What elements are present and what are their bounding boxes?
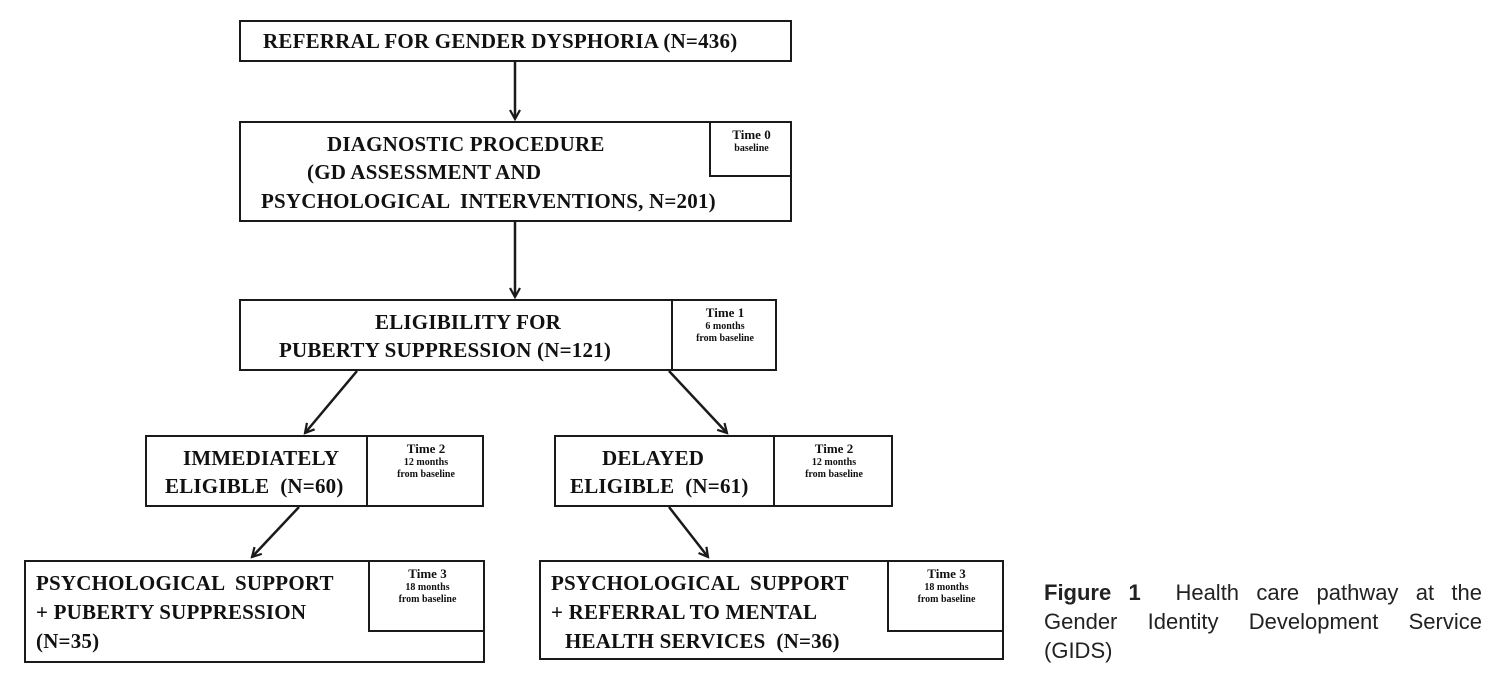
node-diagnostic: DIAGNOSTIC PROCEDURE (GD ASSESSMENT AND …	[239, 121, 792, 222]
node-immediately: IMMEDIATELY ELIGIBLE (N=60) Time 2 12 mo…	[145, 435, 484, 507]
node-delayed-line-1: DELAYED	[602, 446, 705, 470]
node-diagnostic-line-3: PSYCHOLOGICAL INTERVENTIONS, N=201)	[261, 189, 716, 213]
node-eligibility: ELIGIBILITY FOR PUBERTY SUPPRESSION (N=1…	[239, 299, 777, 371]
node-delayed-time-label: Time 2	[814, 441, 854, 456]
figure-caption: Figure 1 Health care pathway at the Gend…	[1044, 578, 1482, 665]
node-immediately-line-1: IMMEDIATELY	[183, 446, 340, 470]
node-support-mh-time-sub1: 18 months	[924, 582, 969, 593]
node-immediately-time-sub1: 12 months	[403, 457, 449, 468]
node-referral: REFERRAL FOR GENDER DYSPHORIA (N=436)	[239, 20, 792, 62]
node-eligibility-time-label: Time 1	[705, 305, 745, 320]
node-delayed-time-tag: Time 2 12 months from baseline	[773, 435, 893, 507]
node-support-ps-time-sub1: 18 months	[405, 582, 450, 593]
node-support-mh-time-label: Time 3	[927, 566, 966, 581]
node-support-ps-line-3: (N=35)	[36, 629, 100, 653]
node-diagnostic-time-label: Time 0	[732, 127, 771, 142]
node-support-ps-time-label: Time 3	[408, 566, 447, 581]
node-diagnostic-time-sub1: baseline	[734, 143, 769, 154]
node-immediately-time-label: Time 2	[406, 441, 446, 456]
figure-caption-text: Health care pathway at the Gender Identi…	[1044, 580, 1483, 663]
node-support-mh: PSYCHOLOGICAL SUPPORT + REFERRAL TO MENT…	[539, 560, 1004, 660]
node-diagnostic-line-2: (GD ASSESSMENT AND	[307, 160, 542, 184]
node-support-mh-line-3: HEALTH SERVICES (N=36)	[565, 629, 840, 653]
node-immediately-time-tag: Time 2 12 months from baseline	[366, 435, 484, 507]
edge-eligibility-to-immediately	[305, 370, 358, 433]
figure-caption-label: Figure 1	[1044, 580, 1141, 605]
node-support-ps: PSYCHOLOGICAL SUPPORT + PUBERTY SUPPRESS…	[24, 560, 485, 663]
node-support-ps-line-1: PSYCHOLOGICAL SUPPORT	[36, 571, 334, 595]
node-diagnostic-line-1: DIAGNOSTIC PROCEDURE	[327, 132, 605, 156]
node-support-mh-time-tag: Time 3 18 months from baseline	[887, 560, 1004, 632]
node-eligibility-time-tag: Time 1 6 months from baseline	[671, 299, 777, 371]
node-diagnostic-time-tag: Time 0 baseline	[709, 121, 792, 177]
node-referral-line-1: REFERRAL FOR GENDER DYSPHORIA (N=436)	[263, 29, 738, 53]
node-eligibility-line-2: PUBERTY SUPPRESSION (N=121)	[279, 338, 612, 362]
node-eligibility-line-1: ELIGIBILITY FOR	[375, 310, 562, 334]
node-immediately-time-sub2: from baseline	[397, 469, 455, 480]
node-delayed: DELAYED ELIGIBLE (N=61) Time 2 12 months…	[554, 435, 893, 507]
node-immediately-line-2: ELIGIBLE (N=60)	[165, 474, 344, 498]
node-support-ps-time-sub2: from baseline	[398, 594, 457, 605]
node-support-mh-line-2: + REFERRAL TO MENTAL	[551, 600, 818, 624]
node-delayed-time-sub2: from baseline	[805, 469, 863, 480]
node-delayed-time-sub1: 12 months	[811, 457, 857, 468]
edge-immediately-to-support-ps	[252, 506, 300, 557]
node-eligibility-time-sub2: from baseline	[696, 333, 754, 344]
edge-eligibility-to-delayed	[668, 370, 727, 433]
node-delayed-line-2: ELIGIBLE (N=61)	[570, 474, 749, 498]
node-support-mh-time-sub2: from baseline	[917, 594, 976, 605]
edge-delayed-to-support-mh	[668, 506, 708, 557]
node-support-mh-line-1: PSYCHOLOGICAL SUPPORT	[551, 571, 849, 595]
node-support-ps-time-tag: Time 3 18 months from baseline	[368, 560, 485, 632]
node-support-ps-line-2: + PUBERTY SUPPRESSION	[36, 600, 307, 624]
node-eligibility-time-sub1: 6 months	[705, 321, 745, 332]
